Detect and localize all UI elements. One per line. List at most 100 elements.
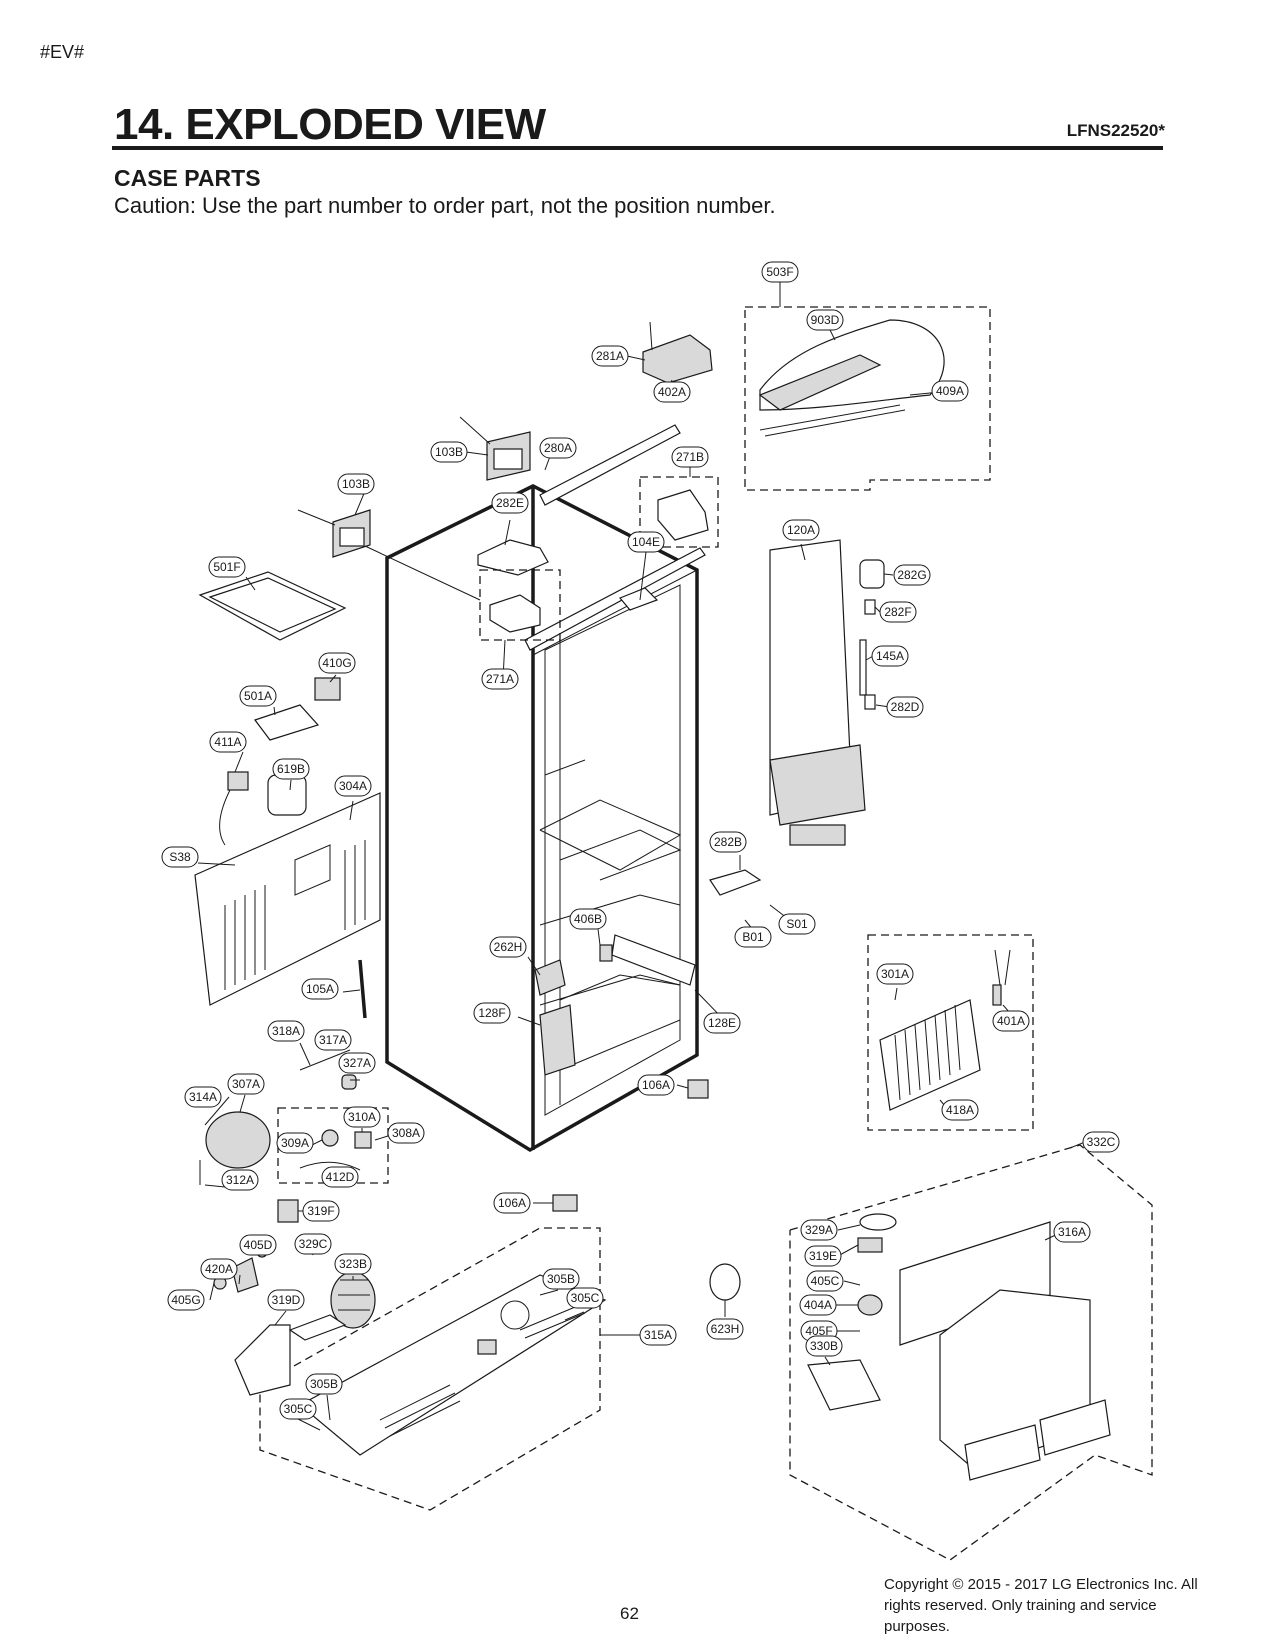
callout-bubble: 327A (338, 1052, 376, 1074)
motor-420a (231, 1257, 259, 1293)
callout-bubble: 619B (272, 758, 310, 780)
fan-group-332c (789, 1144, 1153, 1561)
grille-right (1039, 1399, 1111, 1456)
grille-left (964, 1424, 1041, 1481)
callout-bubble: 319F (302, 1200, 340, 1222)
callout-label: 105A (306, 982, 334, 996)
callout-bubble: 623H (706, 1318, 744, 1340)
leveler-106a-rear (687, 1079, 709, 1099)
cabinet-body (385, 484, 699, 1153)
page-title: 14. EXPLODED VIEW (114, 100, 546, 149)
callout-label: 330B (810, 1339, 838, 1353)
callout-label: 317A (319, 1033, 347, 1047)
compressor-307a (199, 1111, 271, 1185)
callout-bubble: 503F (761, 261, 799, 283)
callout-bubble: 418A (941, 1099, 979, 1121)
callout-bubble: 319D (267, 1289, 305, 1311)
callout-label: 106A (498, 1196, 526, 1210)
callout-bubble: 145A (871, 645, 909, 667)
callout-bubble: 103B (430, 441, 468, 463)
callout-layer: 503F 903D 409A 281A 402A 103B 280A 271B 103B 282E… (161, 261, 1120, 1420)
evaporator-301a (867, 934, 1034, 1131)
callout-bubble: 404A (799, 1294, 837, 1316)
callout-bubble: 282G (893, 564, 931, 586)
callout-label: 282E (496, 496, 524, 510)
callout-bubble: 312A (221, 1169, 259, 1191)
callout-label: 305B (547, 1272, 575, 1286)
callout-label: 271B (676, 450, 704, 464)
callout-label: 409A (936, 384, 964, 398)
section-title: CASE PARTS (114, 165, 261, 191)
callout-bubble: 411A (209, 731, 247, 753)
cover-103b-left (297, 509, 481, 601)
callout-label: 305C (571, 1291, 600, 1305)
callout-bubble: 281A (591, 345, 629, 367)
hinge-271b (619, 476, 719, 611)
callout-bubble: 405C (806, 1270, 844, 1292)
callout-bubble: 282D (886, 696, 924, 718)
callout-bubble: 301A (876, 963, 914, 985)
callout-bubble: 329C (294, 1233, 332, 1255)
callout-label: 401A (997, 1014, 1025, 1028)
part-309a (321, 1129, 339, 1147)
callout-bubble: 105A (301, 978, 339, 1000)
callout-bubble: 128E (703, 1012, 741, 1034)
callout-bubble: 280A (539, 437, 577, 459)
callout-bubble: 420A (200, 1258, 238, 1280)
callout-label: 281A (596, 349, 624, 363)
callout-label: 402A (658, 385, 686, 399)
callout-bubble: 332C (1082, 1131, 1120, 1153)
callout-label: 418A (946, 1103, 974, 1117)
callout-label: 319F (307, 1204, 334, 1218)
callout-label: 406B (574, 912, 602, 926)
callout-label: 405G (171, 1293, 200, 1307)
callout-bubble: 410G (318, 652, 356, 674)
callout-label: 282B (714, 835, 742, 849)
fan-329a (859, 1213, 897, 1231)
callout-bubble: 903D (806, 309, 844, 331)
callout-label: 301A (881, 967, 909, 981)
cover-619b (267, 774, 307, 816)
callout-label: 310A (348, 1110, 376, 1124)
callout-label: 120A (787, 523, 815, 537)
callout-label: 315A (644, 1328, 672, 1342)
callout-label: 304A (339, 779, 367, 793)
callout-label: 319D (272, 1293, 301, 1307)
bracket-262h (534, 959, 566, 996)
callout-bubble: 405D (239, 1234, 277, 1256)
bracket-319d (234, 1314, 347, 1396)
motor-404a (857, 1294, 883, 1316)
base-plate-315a (259, 1227, 607, 1511)
callout-label: 405C (811, 1274, 840, 1288)
callout-label: 411A (214, 735, 241, 749)
back-cover-304a (194, 792, 381, 1006)
top-rail-part (539, 424, 681, 506)
callout-label: 280A (544, 441, 572, 455)
part-410g (314, 677, 341, 701)
callout-label: 282G (897, 568, 926, 582)
page-number: 62 (620, 1604, 639, 1623)
callout-label: 903D (811, 313, 840, 327)
callout-label: 308A (392, 1126, 420, 1140)
leveler-106a-front (552, 1194, 578, 1212)
callout-bubble: 501F (208, 556, 246, 578)
document-marker: #EV# (40, 42, 85, 62)
callout-label: 282F (884, 605, 911, 619)
callout-bubble: 282F (879, 601, 917, 623)
callout-label: 145A (876, 649, 904, 663)
callout-bubble: 316A (1053, 1221, 1091, 1243)
callout-label: 619B (277, 762, 305, 776)
cover-assembly-503f (744, 306, 991, 491)
callout-bubble: 106A (493, 1192, 531, 1214)
hinge-cover-281a (642, 321, 713, 384)
callout-bubble: 103B (337, 473, 375, 495)
callout-label: 318A (272, 1024, 300, 1038)
callout-label: 309A (281, 1136, 309, 1150)
callout-label: 305C (284, 1402, 313, 1416)
callout-bubble: 271A (481, 668, 519, 690)
callout-bubble: 330B (805, 1335, 843, 1357)
pcb-501a (254, 704, 320, 741)
callout-bubble: 282B (709, 831, 747, 853)
callout-label: 623H (711, 1322, 740, 1336)
